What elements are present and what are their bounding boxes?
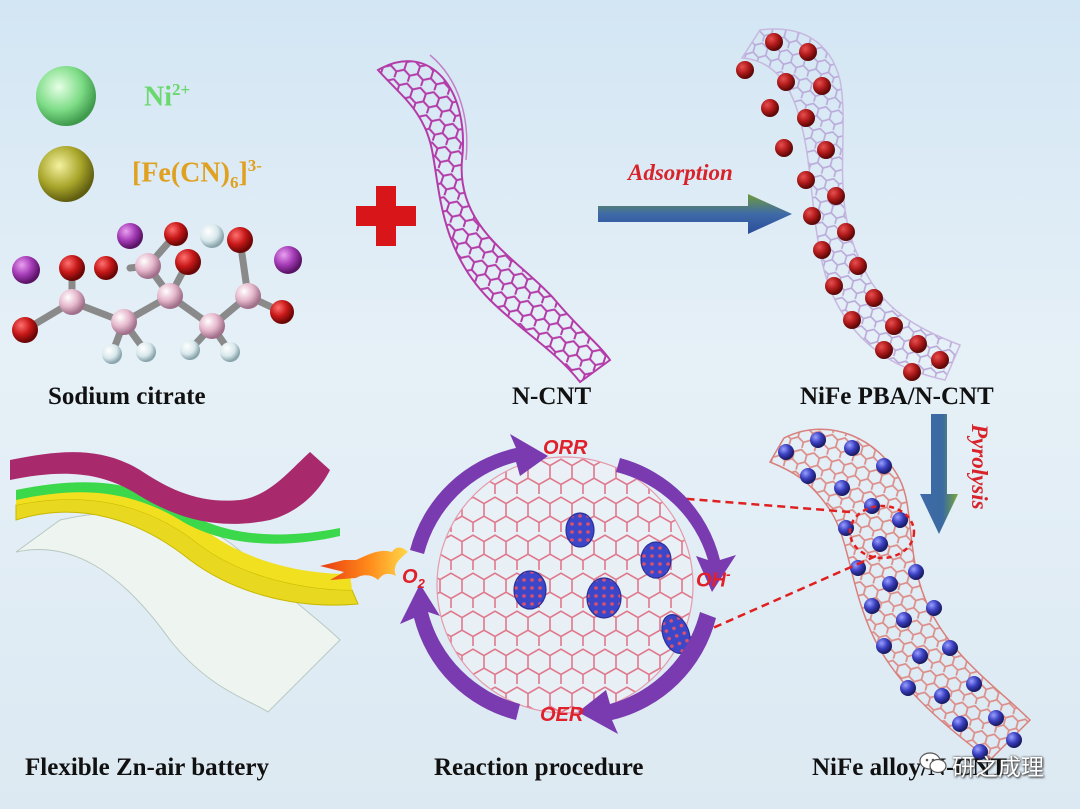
watermark-text: 研之成理 — [952, 755, 1044, 781]
pba-particles — [736, 33, 949, 381]
nifc-nanoparticles — [513, 512, 691, 654]
flame-arrow — [320, 547, 408, 580]
plus-icon — [356, 186, 416, 246]
ni-ion-label: Ni2+ — [144, 80, 191, 113]
watermark: 研之成理 — [918, 744, 1068, 784]
ncnt-label: N-CNT — [512, 383, 592, 410]
orr-label: ORR — [543, 437, 588, 459]
ncnt-nanotube — [376, 54, 612, 384]
pba-ncnt-nanotube — [736, 28, 961, 381]
pyrolysis-arrow — [920, 414, 958, 534]
alloy-label: NiFe alloy/N-CNT — [812, 754, 1008, 781]
flexible-battery — [10, 452, 359, 713]
oh-label: OH- — [696, 566, 731, 592]
adsorption-arrow — [598, 194, 792, 234]
battery-label: Flexible Zn-air battery — [25, 754, 269, 781]
oer-label: OER — [540, 704, 584, 726]
ferricyanide-sphere — [38, 146, 94, 202]
ni-ion-sphere — [36, 66, 96, 126]
o2-label: O2 — [402, 566, 425, 591]
procedure-label: Reaction procedure — [434, 754, 644, 781]
chat-bubble-icon — [919, 752, 947, 774]
ferricyanide-label: [Fe(CN)6]3- — [132, 156, 262, 192]
pba-label: NiFe PBA/N-CNT — [800, 383, 994, 410]
graphene-sphere — [436, 456, 694, 714]
sodium-citrate-molecule — [12, 222, 302, 364]
cycle-arrows — [400, 434, 736, 734]
alloy-particles — [778, 432, 1022, 760]
adsorption-label: Adsorption — [628, 160, 733, 185]
sodium-citrate-label: Sodium citrate — [48, 383, 206, 410]
pyrolysis-label: Pyrolysis — [967, 424, 992, 510]
